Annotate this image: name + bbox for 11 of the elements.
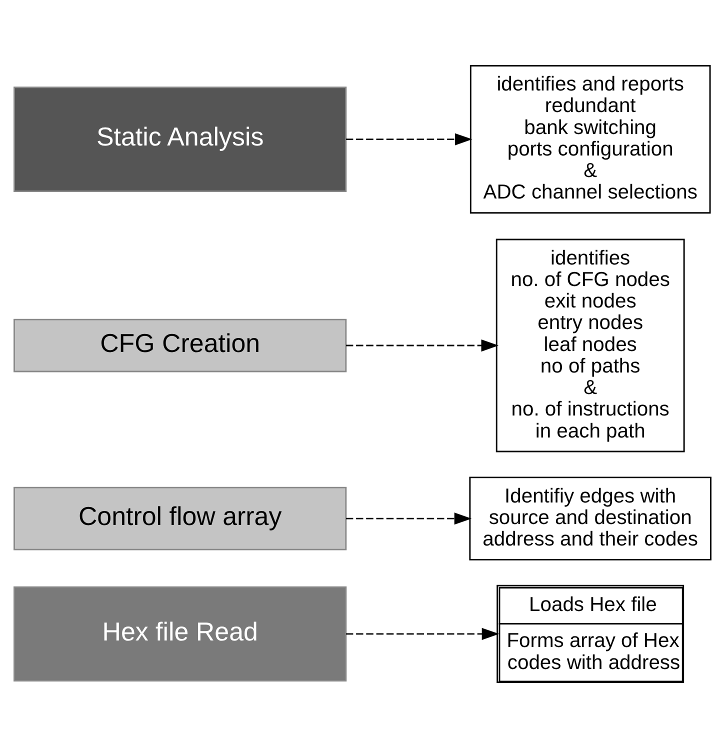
arrow bbox=[346, 627, 500, 640]
node-box: identifies and reports redundant bank switching ports configuration & ADC channel selections bbox=[470, 64, 711, 214]
node-box: Identifiy edges with source and destination address and their codes bbox=[469, 476, 712, 560]
node-box: Static Analysis bbox=[14, 86, 347, 192]
arrow bbox=[346, 132, 472, 145]
node-box: CFG Creation bbox=[14, 318, 347, 372]
arrow bbox=[346, 338, 499, 352]
arrow bbox=[346, 512, 472, 524]
node-box: Control flow array bbox=[14, 486, 347, 550]
node-box: identifies no. of CFG nodes exit nodes entry nodes leaf nodes no of paths & no. of instructions in each path bbox=[496, 238, 685, 452]
node-box: Hex file Read bbox=[14, 586, 347, 681]
